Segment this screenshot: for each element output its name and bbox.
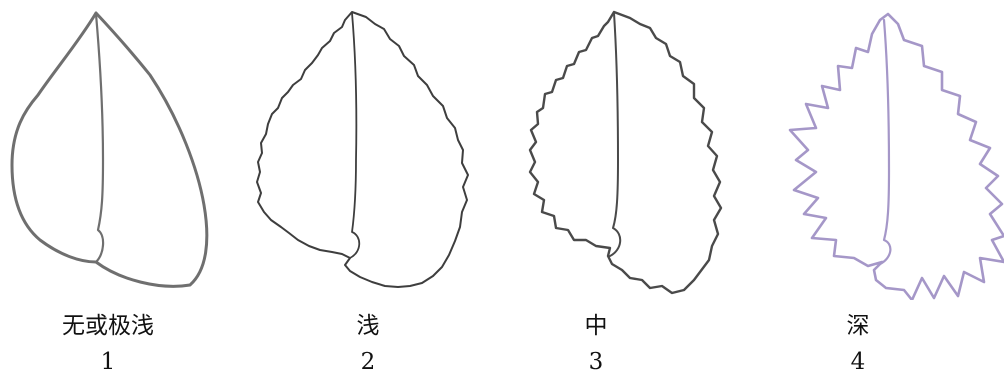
- leaf-3-medium: [528, 10, 723, 295]
- leaf-1-midrib: [94, 12, 105, 264]
- leaf-3-label: 中: [584, 313, 608, 339]
- leaf-3-outline: [528, 10, 723, 295]
- leaf-1-outline: [10, 11, 209, 288]
- leaf-3-number: 3: [588, 349, 604, 375]
- leaf-3-midrib: [609, 12, 622, 257]
- leaf-4-deep: [788, 12, 1004, 300]
- leaf-1-label: 无或极浅: [62, 313, 154, 339]
- leaf-4-midrib: [878, 18, 892, 266]
- leaf-4-number: 4: [850, 349, 866, 375]
- leaf-serration-figure: [10, 10, 1004, 300]
- leaf-2-shallow: [256, 11, 469, 288]
- leaf-4-label: 深: [846, 313, 870, 339]
- leaf-2-label: 浅: [356, 313, 380, 339]
- leaf-1-number: 1: [100, 349, 116, 375]
- leaf-4-outline: [788, 12, 1004, 300]
- leaf-2-outline: [256, 11, 469, 288]
- leaf-2-number: 2: [360, 349, 376, 375]
- leaf-1-none: [10, 11, 209, 288]
- leaf-2-midrib: [349, 12, 361, 259]
